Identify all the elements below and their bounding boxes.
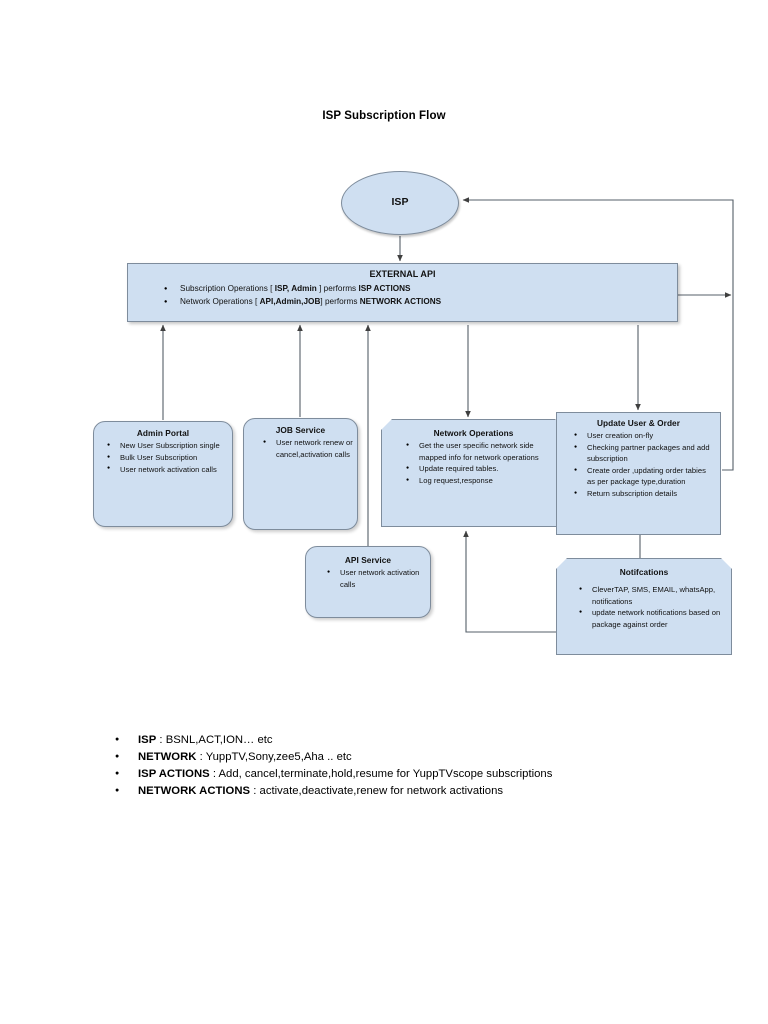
node-notifications-list: CleverTAP, SMS, EMAIL, whatsApp, notific… [556,584,732,629]
node-external-api-list: Subscription Operations [ ISP, Admin ] p… [128,283,677,309]
list-item: update network notifications based on pa… [579,607,728,629]
node-admin-portal[interactable]: Admin Portal New User Subscription singl… [93,421,233,527]
node-notifications[interactable]: Notifcations CleverTAP, SMS, EMAIL, what… [556,558,732,655]
node-update-user-order-title: Update User & Order [596,418,681,428]
node-admin-portal-title: Admin Portal [136,428,190,438]
node-network-operations-title: Network Operations [433,428,514,438]
legend-item-network-actions: NETWORK ACTIONS : activate,deactivate,re… [113,783,713,800]
list-item: New User Subscription single [107,440,228,451]
node-api-service-title: API Service [344,555,392,565]
node-api-service[interactable]: API Service User network activation call… [305,546,431,618]
node-external-api-title: EXTERNAL API [369,269,436,279]
node-network-operations[interactable]: Network Operations Get the user specific… [381,419,566,527]
list-item: Subscription Operations [ ISP, Admin ] p… [164,283,673,296]
list-item: Update required tables. [406,463,562,474]
list-item: Get the user specific network side mappe… [406,440,562,462]
legend-item-network: NETWORK : YuppTV,Sony,zee5,Aha .. etc [113,749,713,766]
legend-list: ISP : BSNL,ACT,ION… etc NETWORK : YuppTV… [113,732,713,801]
list-item: User network renew or cancel,activation … [263,437,353,459]
list-item: CleverTAP, SMS, EMAIL, whatsApp, notific… [579,584,728,606]
node-update-user-order-list: User creation on-fly Checking partner pa… [557,430,720,499]
list-item: User network activation calls [327,567,426,589]
node-job-service-title: JOB Service [275,425,326,435]
node-job-service[interactable]: JOB Service User network renew or cancel… [243,418,358,530]
legend-item-isp: ISP : BSNL,ACT,ION… etc [113,732,713,749]
node-admin-portal-list: New User Subscription single Bulk User S… [94,440,232,475]
node-isp-title: ISP [391,196,409,209]
node-external-api[interactable]: EXTERNAL API Subscription Operations [ I… [127,263,678,322]
node-isp[interactable]: ISP [341,171,459,235]
list-item: Checking partner packages and add subscr… [574,442,716,464]
legend-item-isp-actions: ISP ACTIONS : Add, cancel,terminate,hold… [113,766,713,783]
node-network-operations-list: Get the user specific network side mappe… [381,440,566,486]
legend: ISP : BSNL,ACT,ION… etc NETWORK : YuppTV… [113,732,713,801]
wire-notifications-to-network-operations [463,530,556,633]
page-title: ISP Subscription Flow [322,110,446,122]
list-item: Bulk User Subscription [107,452,228,463]
node-api-service-list: User network activation calls [306,567,430,589]
list-item: User network activation calls [107,464,228,475]
list-item: User creation on-fly [574,430,716,441]
wire-right-bus-to-update-user-order [722,295,734,471]
node-notifications-title: Notifcations [619,567,669,577]
node-update-user-order[interactable]: Update User & Order User creation on-fly… [556,412,721,535]
list-item: Return subscription details [574,488,716,499]
list-item: Network Operations [ API,Admin,JOB] perf… [164,296,673,309]
node-job-service-list: User network renew or cancel,activation … [244,437,357,459]
list-item: Log request,response [406,475,562,486]
list-item: Create order ,updating order tabies as p… [574,465,716,487]
